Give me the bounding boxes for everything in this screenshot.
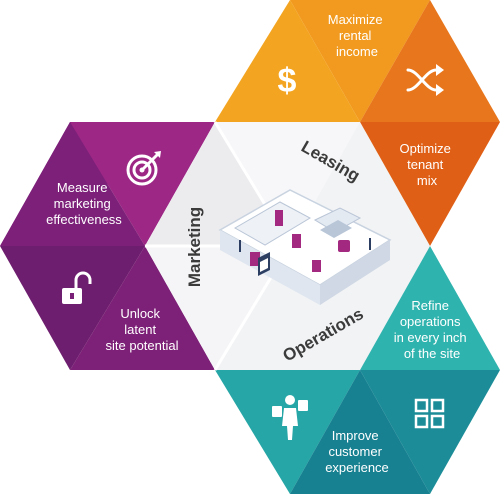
mall-illustration [218,189,392,305]
marketing-tri-lower-right [70,246,215,370]
leasing-item-1-text: Maximize rental income [328,12,387,59]
grid-icon [414,398,445,429]
marketing-label: Marketing [185,207,204,287]
center-shade-bottom [145,246,290,370]
operations-tri-right [360,370,500,494]
marketing-segment [0,122,215,370]
operations-tri-bottom-mid [290,370,430,494]
leasing-tri-top [290,0,430,122]
center-shade-top [215,122,360,246]
target-icon [126,151,161,186]
shuffle-icon [406,64,444,96]
leasing-tri-upper-right [360,0,500,122]
operations-tri-upper [360,246,500,370]
marketing-tri-lower-left [0,246,145,370]
leasing-item-3-text: Optimize tenant mix [400,141,455,188]
leasing-tri-lower-right [360,122,500,246]
unlock-icon [62,271,92,304]
leasing-tri-upper-left [215,0,360,122]
operations-item-4-text: Improve customer experience [325,428,389,475]
marketing-tri-mid [0,122,145,246]
marketing-item-3-text: Unlock latent site potential [106,306,179,353]
shopper-icon [272,395,308,440]
marketing-item-1-text: Measure marketing effectiveness [46,180,122,227]
dollar-icon: $ [278,62,297,100]
operations-item-1-text: Refine operations in every inch of the s… [394,298,471,361]
